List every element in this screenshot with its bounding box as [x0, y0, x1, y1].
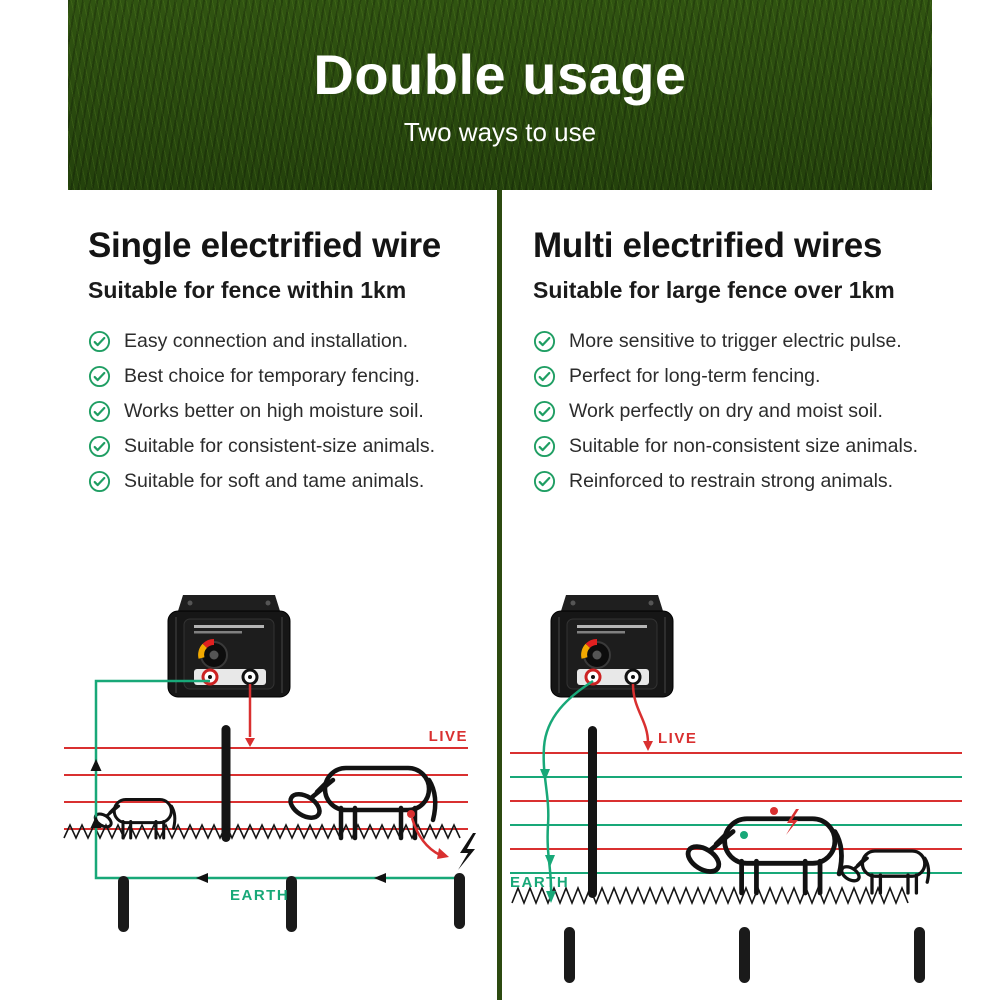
bullet-text: Suitable for soft and tame animals. — [124, 470, 425, 492]
bullet-item: Best choice for temporary fencing. — [88, 365, 488, 388]
grass — [511, 885, 909, 906]
check-circle-icon — [88, 330, 111, 353]
fence-post — [588, 726, 597, 898]
arrow-down-icon — [643, 741, 653, 751]
bullet-text: Works better on high moisture soil. — [124, 400, 424, 422]
earth-label: EARTH — [510, 874, 569, 891]
single-wire-diagram: LIVE EARTH — [63, 595, 476, 932]
ground-rod — [118, 876, 129, 932]
grass — [63, 823, 461, 840]
bullet-text: More sensitive to trigger electric pulse… — [569, 330, 902, 352]
bullet-list: More sensitive to trigger electric pulse… — [533, 330, 983, 493]
arrow-down-icon — [540, 769, 550, 781]
bullet-item: Reinforced to restrain strong animals. — [533, 470, 983, 493]
contact-dot-live — [770, 807, 778, 815]
bullet-item: Works better on high moisture soil. — [88, 400, 488, 423]
shock-arrow — [410, 817, 441, 857]
cow-small — [93, 797, 177, 840]
earth-wire — [94, 679, 463, 880]
contact-dot — [407, 810, 415, 818]
check-circle-icon — [533, 435, 556, 458]
bullet-text: Work perfectly on dry and moist soil. — [569, 400, 883, 422]
live-wires — [510, 752, 962, 850]
ground-rod — [739, 927, 750, 983]
check-circle-icon — [88, 365, 111, 388]
column-heading: Multi electrified wires — [533, 226, 883, 265]
arrow-up-icon — [90, 759, 102, 771]
check-circle-icon — [88, 470, 111, 493]
earth-wires — [510, 776, 962, 874]
bullet-text: Suitable for consistent-size animals. — [124, 435, 436, 457]
bullet-text: Easy connection and installation. — [124, 330, 409, 352]
lightning-icon — [786, 809, 799, 835]
check-circle-icon — [88, 400, 111, 423]
arrow-down-icon — [546, 891, 556, 903]
column-heading: Single electrified wire — [88, 226, 441, 265]
bullet-item: Suitable for consistent-size animals. — [88, 435, 488, 458]
check-circle-icon — [533, 330, 556, 353]
cow-large — [288, 765, 438, 841]
bullet-item: Perfect for long-term fencing. — [533, 365, 983, 388]
arrow-down-icon — [245, 738, 255, 747]
live-label: LIVE — [429, 728, 468, 745]
arrow-left-icon — [374, 873, 386, 883]
lightning-icon — [458, 833, 476, 870]
bullet-item: Suitable for soft and tame animals. — [88, 470, 488, 493]
cow-small — [840, 849, 931, 895]
live-label: LIVE — [658, 730, 697, 747]
banner: Double usage Two ways to use — [68, 0, 932, 190]
column-multi-wire: Multi electrified wires Suitable for lar… — [533, 226, 983, 505]
ground-rod — [564, 927, 575, 983]
ground-rod — [286, 876, 297, 932]
center-divider — [497, 190, 502, 1000]
fence-post — [221, 725, 231, 842]
bullet-text: Best choice for temporary fencing. — [124, 365, 420, 387]
bullet-item: More sensitive to trigger electric pulse… — [533, 330, 983, 353]
arrow-left-icon — [196, 873, 208, 883]
arrow-up-icon — [90, 816, 102, 828]
live-wires — [64, 747, 468, 830]
bullet-text: Reinforced to restrain strong animals. — [569, 470, 894, 492]
bullet-item: Suitable for non-consistent size animals… — [533, 435, 983, 458]
energizer-device — [167, 595, 291, 698]
arrow-head-icon — [437, 848, 449, 859]
bullet-text: Suitable for non-consistent size animals… — [569, 435, 919, 457]
check-circle-icon — [533, 470, 556, 493]
column-single-wire: Single electrified wire Suitable for fen… — [88, 226, 488, 505]
ground-rod — [914, 927, 925, 983]
bullet-text: Perfect for long-term fencing. — [569, 365, 821, 387]
multi-wire-diagram: LIVE EARTH — [510, 595, 962, 983]
check-circle-icon — [88, 435, 111, 458]
banner-subtitle: Two ways to use — [403, 117, 597, 147]
bullet-list: Easy connection and installation. Best c… — [88, 330, 488, 493]
column-subheading: Suitable for large fence over 1km — [533, 277, 895, 303]
earth-label: EARTH — [230, 887, 289, 904]
ground-rod — [454, 873, 465, 929]
banner-title: Double usage — [313, 43, 687, 106]
bullet-item: Work perfectly on dry and moist soil. — [533, 400, 983, 423]
check-circle-icon — [533, 365, 556, 388]
energizer-device — [550, 595, 674, 698]
column-subheading: Suitable for fence within 1km — [88, 277, 407, 303]
check-circle-icon — [533, 400, 556, 423]
live-connector-wire — [631, 683, 650, 744]
arrow-down-icon — [545, 855, 555, 867]
bullet-item: Easy connection and installation. — [88, 330, 488, 353]
contact-dot-earth — [740, 831, 748, 839]
cow-large — [685, 816, 844, 896]
